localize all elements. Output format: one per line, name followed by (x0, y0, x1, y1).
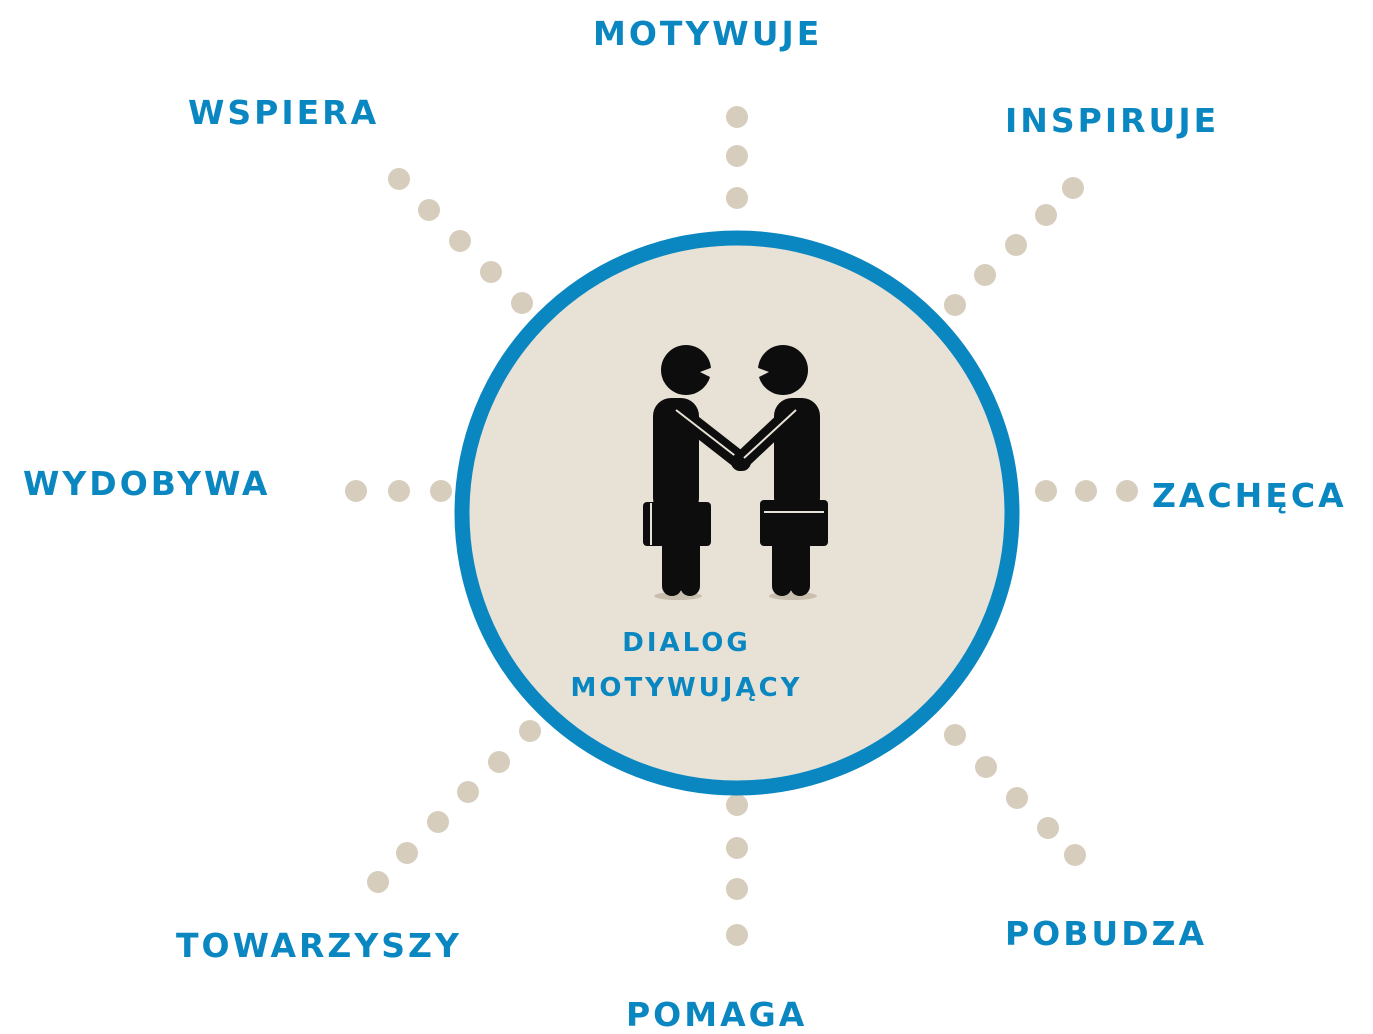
label-motywuje: MOTYWUJE (593, 14, 823, 53)
connector-dot-pobudza-1 (944, 724, 966, 746)
connector-dot-pomaga-3 (726, 878, 748, 900)
connector-dot-wspiera-3 (449, 230, 471, 252)
connector-dot-zacheca-1 (1035, 480, 1057, 502)
connector-dot-motywuje-1 (726, 106, 748, 128)
connector-dot-wydobywa-3 (430, 480, 452, 502)
central-circle-shape (454, 230, 1020, 796)
connector-dot-inspiruje-1 (1062, 177, 1084, 199)
connector-dot-pobudza-3 (1006, 787, 1028, 809)
handshake-businessmen-icon (643, 345, 828, 600)
label-zacheca: ZACHĘCA (1152, 476, 1347, 515)
connector-dot-motywuje-2 (726, 145, 748, 167)
label-pobudza: POBUDZA (1005, 914, 1208, 953)
connector-dot-towarzyszy-6 (367, 871, 389, 893)
connector-dot-towarzyszy-3 (457, 781, 479, 803)
connector-dot-pobudza-4 (1037, 817, 1059, 839)
left-person-icon (643, 345, 751, 596)
connector-dot-wydobywa-1 (345, 480, 367, 502)
label-wydobywa: WYDOBYWA (23, 464, 271, 503)
connector-dot-pomaga-2 (726, 837, 748, 859)
connector-dot-inspiruje-3 (1005, 234, 1027, 256)
connector-dot-wspiera-2 (418, 199, 440, 221)
connector-dot-pomaga-4 (726, 924, 748, 946)
connector-dot-pomaga-1 (726, 794, 748, 816)
connector-dot-motywuje-3 (726, 187, 748, 209)
connector-dot-towarzyszy-2 (488, 751, 510, 773)
connector-dot-zacheca-3 (1116, 480, 1138, 502)
connector-dot-wydobywa-2 (388, 480, 410, 502)
connector-dot-towarzyszy-5 (396, 842, 418, 864)
right-person-icon (731, 345, 828, 596)
connector-dot-pobudza-2 (975, 756, 997, 778)
connector-dot-towarzyszy-1 (519, 720, 541, 742)
connector-dot-zacheca-2 (1075, 480, 1097, 502)
connector-dot-wspiera-1 (388, 168, 410, 190)
center-title-line2: MOTYWUJĄCY (570, 673, 803, 703)
center-title-line1: DIALOG (622, 628, 751, 658)
connector-dot-inspiruje-5 (944, 294, 966, 316)
connector-dot-inspiruje-4 (974, 264, 996, 286)
connector-dot-pobudza-5 (1064, 844, 1086, 866)
connector-dot-wspiera-5 (511, 292, 533, 314)
label-pomaga: POMAGA (626, 995, 808, 1034)
connector-dot-wspiera-4 (480, 261, 502, 283)
connector-dot-towarzyszy-4 (427, 811, 449, 833)
label-towarzyszy: TOWARZYSZY (176, 926, 462, 965)
label-wspiera: WSPIERA (188, 93, 380, 132)
label-inspiruje: INSPIRUJE (1005, 101, 1220, 140)
connector-dot-inspiruje-2 (1035, 204, 1057, 226)
